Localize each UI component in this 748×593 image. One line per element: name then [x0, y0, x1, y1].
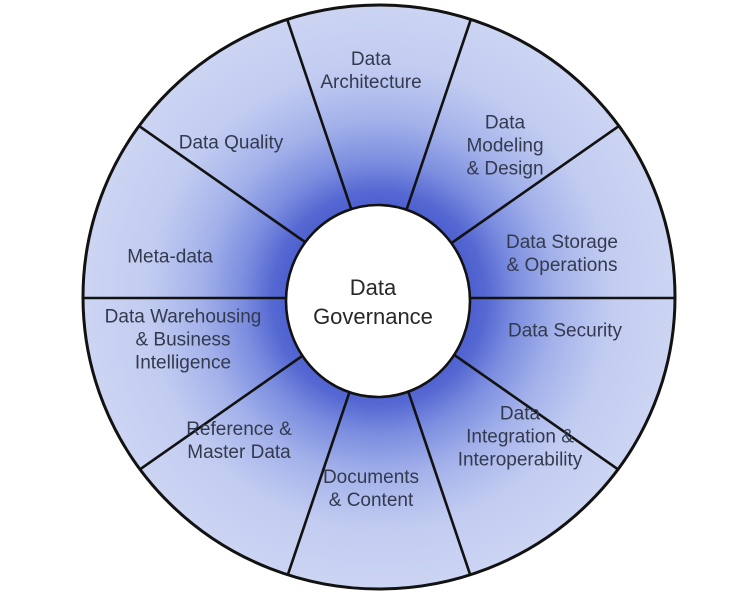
segment-divider-line [138, 349, 311, 471]
segment-divider-line [404, 383, 472, 577]
segment-divider-line [286, 19, 354, 213]
segment-divider-line [447, 125, 620, 247]
segment-divider-line [404, 19, 472, 213]
segment-dividers [83, 19, 675, 577]
segment-divider-line [447, 349, 620, 471]
segment-divider-line [286, 383, 354, 577]
center-hub-circle [284, 203, 472, 399]
segment-divider-line [138, 125, 311, 247]
